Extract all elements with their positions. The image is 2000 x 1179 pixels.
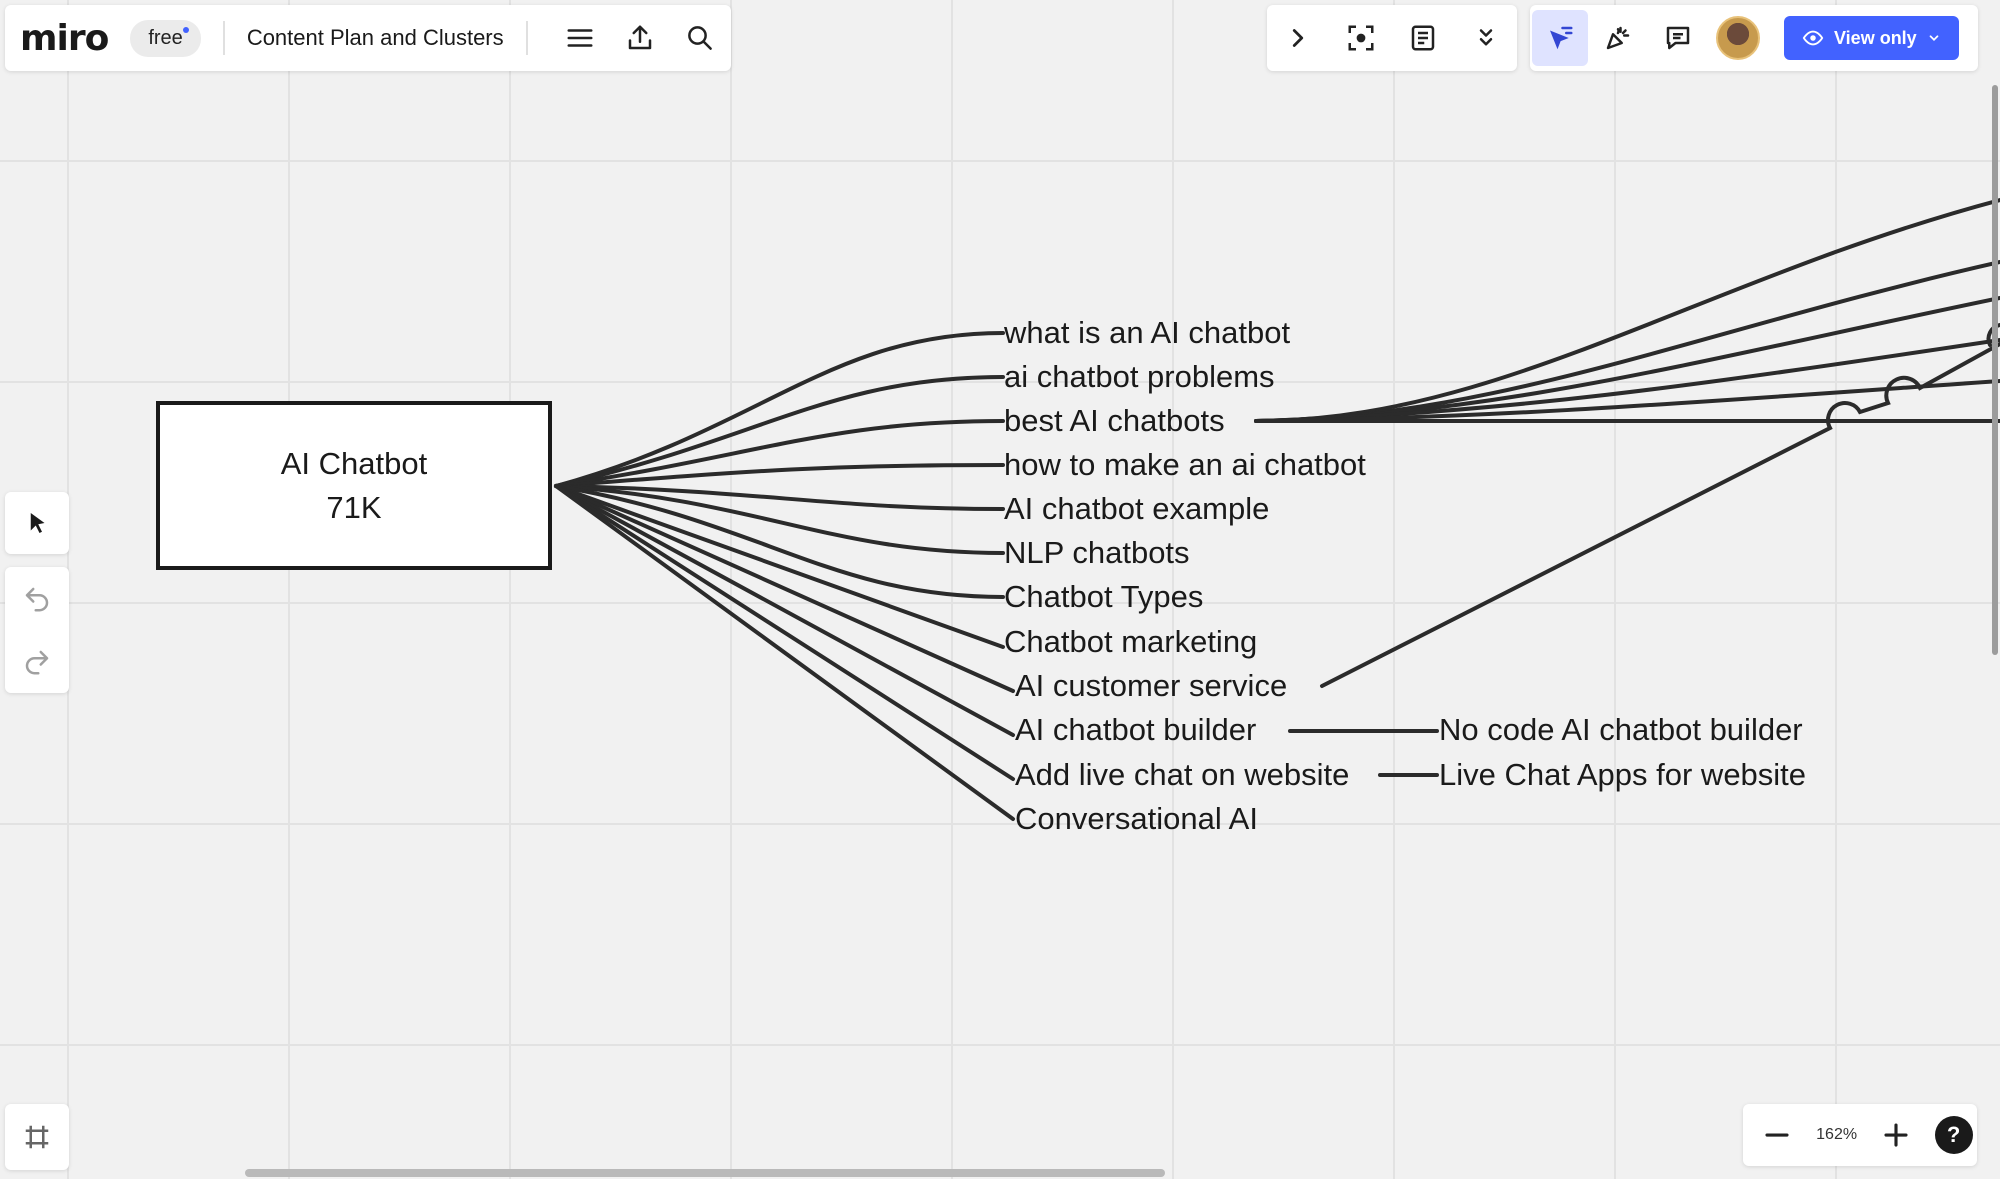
collab-tools: View only [1530, 5, 1978, 71]
comment-button[interactable] [1648, 8, 1708, 68]
search-button[interactable] [670, 8, 730, 68]
menu-icon [567, 29, 593, 47]
notification-dot [182, 26, 189, 33]
connector-line [554, 484, 1015, 693]
celebrate-button[interactable] [1588, 8, 1648, 68]
undo-button[interactable] [7, 569, 67, 629]
comment-icon [1666, 26, 1690, 50]
help-button[interactable]: ? [1934, 1116, 1973, 1154]
search-icon [687, 26, 712, 50]
select-tool-panel [5, 492, 69, 554]
board-title[interactable]: Content Plan and Clusters [246, 25, 504, 50]
connector-line [554, 463, 1005, 488]
mindmap-node[interactable]: NLP chatbots [1004, 535, 1190, 570]
cursor-tool-button[interactable] [7, 493, 67, 553]
mindmap-node[interactable]: Chatbot marketing [1004, 624, 1258, 659]
mindmap-node[interactable]: how to make an ai chatbot [1004, 447, 1366, 482]
zoom-out-icon [1765, 1133, 1789, 1137]
history-panel [5, 567, 69, 693]
mindmap-node[interactable]: AI customer service [1015, 668, 1288, 703]
connector-line [554, 419, 1005, 488]
divider [525, 21, 528, 55]
divider [222, 21, 225, 55]
connector-line [554, 484, 1015, 737]
celebrate-icon [1606, 26, 1630, 50]
mindmap-subnode[interactable]: Live Chat Apps for website [1439, 757, 1807, 792]
connector-line [1254, 260, 2000, 423]
upload-icon [628, 25, 651, 50]
frames-icon [25, 1125, 49, 1149]
chevron-right-icon [1293, 29, 1304, 47]
chevrons-down-icon [1479, 29, 1492, 46]
connector-line [554, 484, 1015, 821]
notes-button[interactable] [1393, 8, 1453, 68]
connector-line [554, 375, 1005, 488]
connector-line [1254, 379, 2000, 423]
mindmap-node[interactable]: AI chatbot example [1004, 491, 1270, 526]
menu-button[interactable] [550, 8, 610, 68]
undo-icon [25, 587, 49, 611]
root-volume: 71K [326, 489, 382, 525]
root-title: AI Chatbot [280, 445, 428, 481]
expand-button[interactable] [1268, 8, 1328, 68]
horizontal-scrollbar[interactable] [245, 1169, 1165, 1177]
connector-line [554, 484, 1005, 649]
chevron-down-icon [1929, 35, 1939, 41]
miro-logo[interactable]: miro [20, 17, 109, 59]
connector-line [554, 484, 1005, 599]
zoom-controls: 162% ? [1743, 1104, 1977, 1166]
mindmap-node[interactable]: Conversational AI [1015, 801, 1258, 836]
connector-line [554, 484, 1015, 781]
avatar[interactable] [1716, 16, 1760, 60]
more-button[interactable] [1456, 8, 1516, 68]
connector-line [554, 331, 1005, 488]
connector-line [1254, 296, 2000, 423]
connector-line [554, 484, 1005, 555]
mindmap-node[interactable]: Add live chat on website [1015, 757, 1350, 792]
eye-icon [1802, 30, 1824, 46]
plan-label: free [148, 26, 183, 49]
vertical-scrollbar[interactable] [1992, 85, 1998, 655]
frames-panel [5, 1104, 69, 1170]
connector-line [1254, 338, 2000, 423]
mindmap-subnode[interactable]: No code AI chatbot builder [1439, 712, 1803, 747]
connector-line [1320, 342, 2000, 688]
mindmap-node[interactable]: Chatbot Types [1004, 579, 1204, 614]
focus-button[interactable] [1331, 8, 1391, 68]
mindmap-node[interactable]: best AI chatbots [1004, 403, 1225, 438]
redo-button[interactable] [7, 632, 67, 692]
view-only-button[interactable]: View only [1784, 16, 1959, 60]
zoom-level[interactable]: 162% [1816, 1126, 1858, 1143]
cursor-icon [30, 513, 45, 533]
mindmap-node[interactable]: what is an AI chatbot [1004, 315, 1291, 350]
board-header: miro free Content Plan and Clusters [5, 5, 731, 71]
view-mode-label: View only [1834, 27, 1917, 48]
zoom-in-button[interactable] [1866, 1105, 1926, 1165]
connector-line [554, 484, 1005, 511]
mindmap-node[interactable]: AI chatbot builder [1015, 712, 1257, 747]
focus-icon [1348, 25, 1374, 51]
mindmap-node[interactable]: ai chatbot problems [1004, 359, 1275, 394]
zoom-out-button[interactable] [1747, 1105, 1807, 1165]
zoom-in-icon [1884, 1123, 1908, 1147]
plan-badge[interactable]: free [130, 19, 201, 57]
frames-button[interactable] [7, 1107, 67, 1167]
view-tools [1267, 5, 1517, 71]
select-tool-button[interactable] [1532, 10, 1588, 66]
mindmap-root-node[interactable]: AI Chatbot 71K [156, 401, 552, 570]
share-button[interactable] [610, 8, 670, 68]
connector-line [1254, 198, 2000, 423]
notes-icon [1412, 25, 1435, 51]
select-cursor-icon [1550, 26, 1573, 50]
redo-icon [25, 650, 49, 674]
